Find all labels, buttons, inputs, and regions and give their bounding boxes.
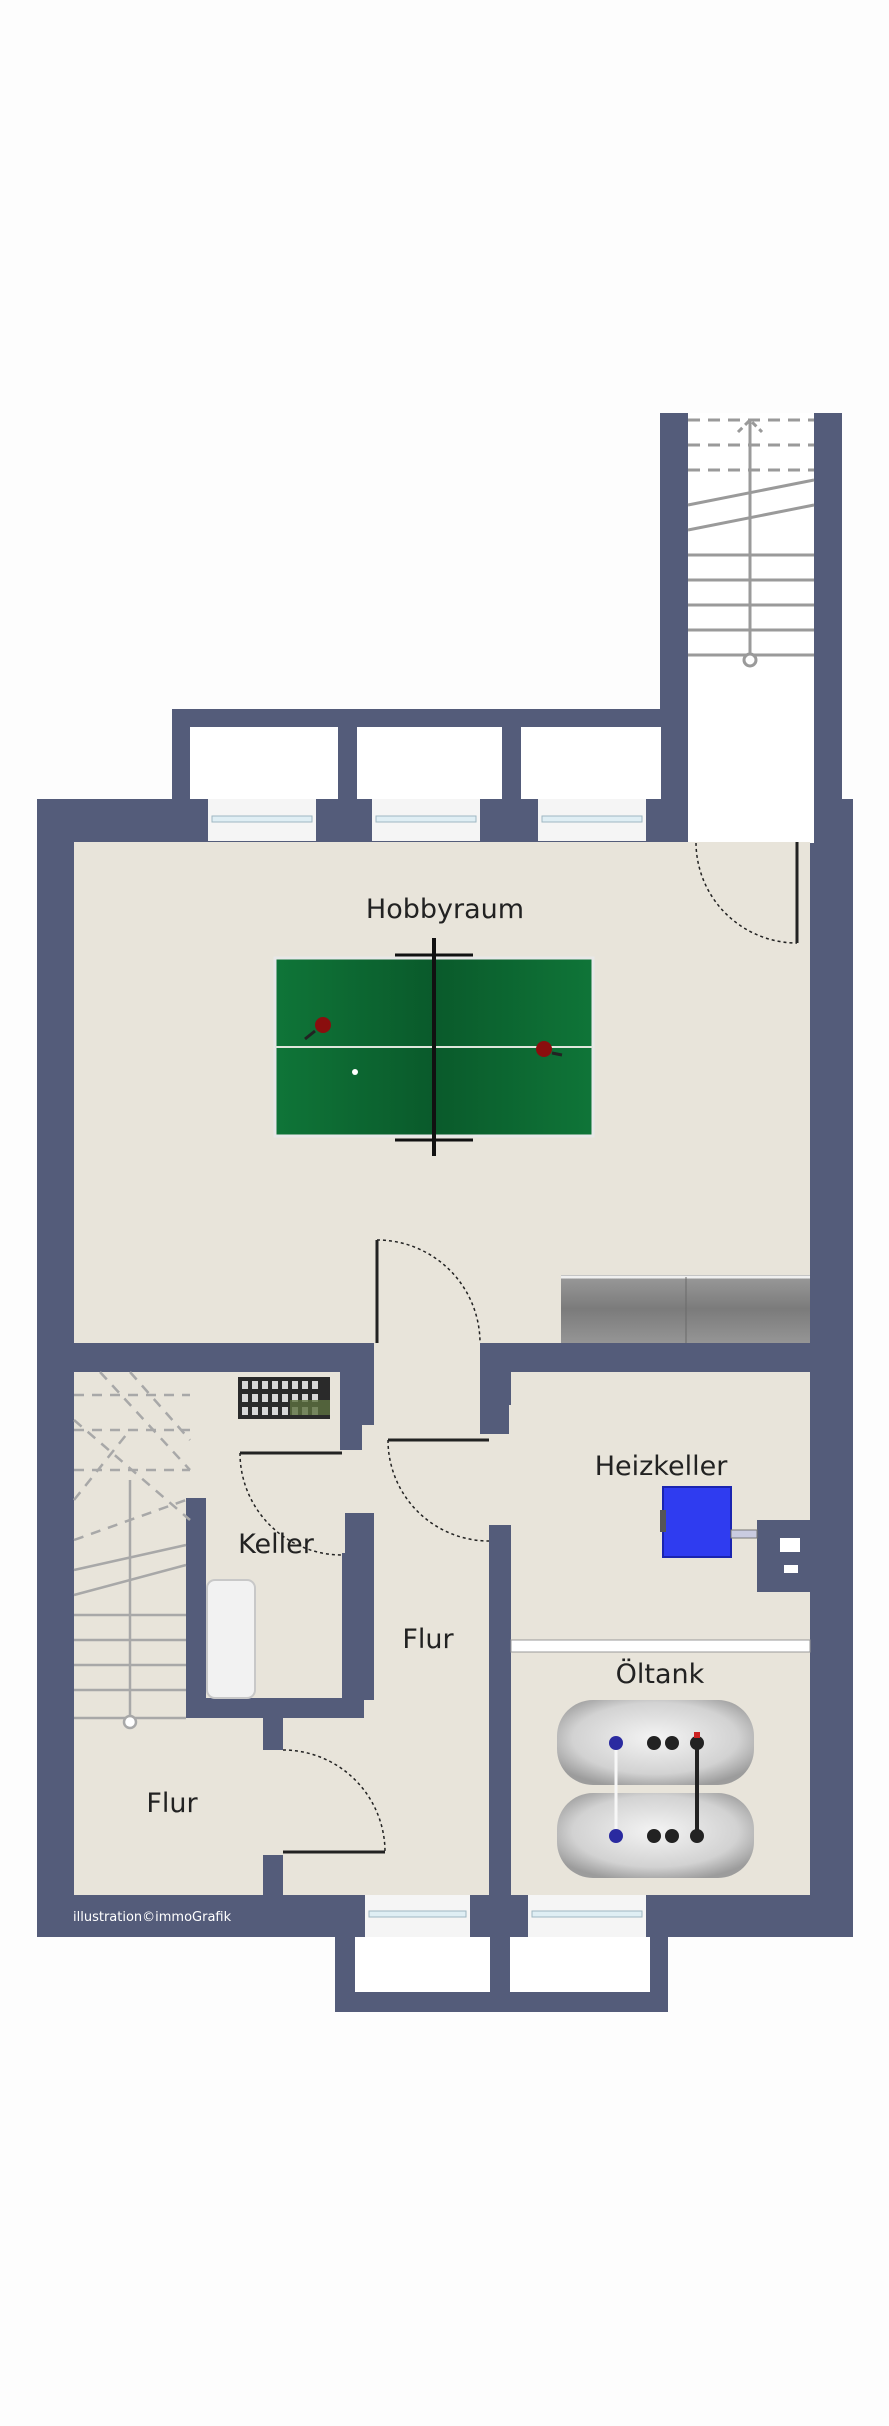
floor-heizkeller — [511, 1372, 810, 1640]
room-label-keller: Keller — [238, 1529, 315, 1560]
staircase-icon — [73, 1371, 191, 1730]
well-openings — [190, 413, 814, 1992]
window-icon — [372, 799, 480, 841]
room-label-heizkeller: Heizkeller — [595, 1451, 728, 1482]
oeltank-partition — [510, 1639, 811, 1653]
oil-tank-icon — [557, 1700, 754, 1878]
staircase-icon — [687, 417, 815, 668]
room-label-flur-center: Flur — [402, 1624, 454, 1655]
window-icon — [538, 799, 646, 841]
boiler-icon — [660, 1486, 758, 1558]
room-label-hobbyraum: Hobbyraum — [366, 894, 524, 925]
windows — [208, 799, 646, 1937]
bathtub-icon — [206, 1579, 256, 1699]
room-label-oeltank: Öltank — [616, 1658, 705, 1690]
shelf-icon — [561, 1275, 810, 1343]
illustration-credit: illustration©immoGrafik — [73, 1910, 232, 1925]
ping-pong-table-icon — [273, 938, 595, 1156]
room-label-flur-bottom: Flur — [146, 1788, 198, 1819]
window-icon — [365, 1895, 470, 1937]
inner-walls — [74, 1343, 817, 1895]
window-icon — [208, 799, 316, 841]
wine-rack-icon — [238, 1377, 330, 1419]
door-swing-icon — [239, 842, 799, 1854]
window-icon — [528, 1895, 646, 1937]
chimney-icon — [780, 1538, 800, 1573]
